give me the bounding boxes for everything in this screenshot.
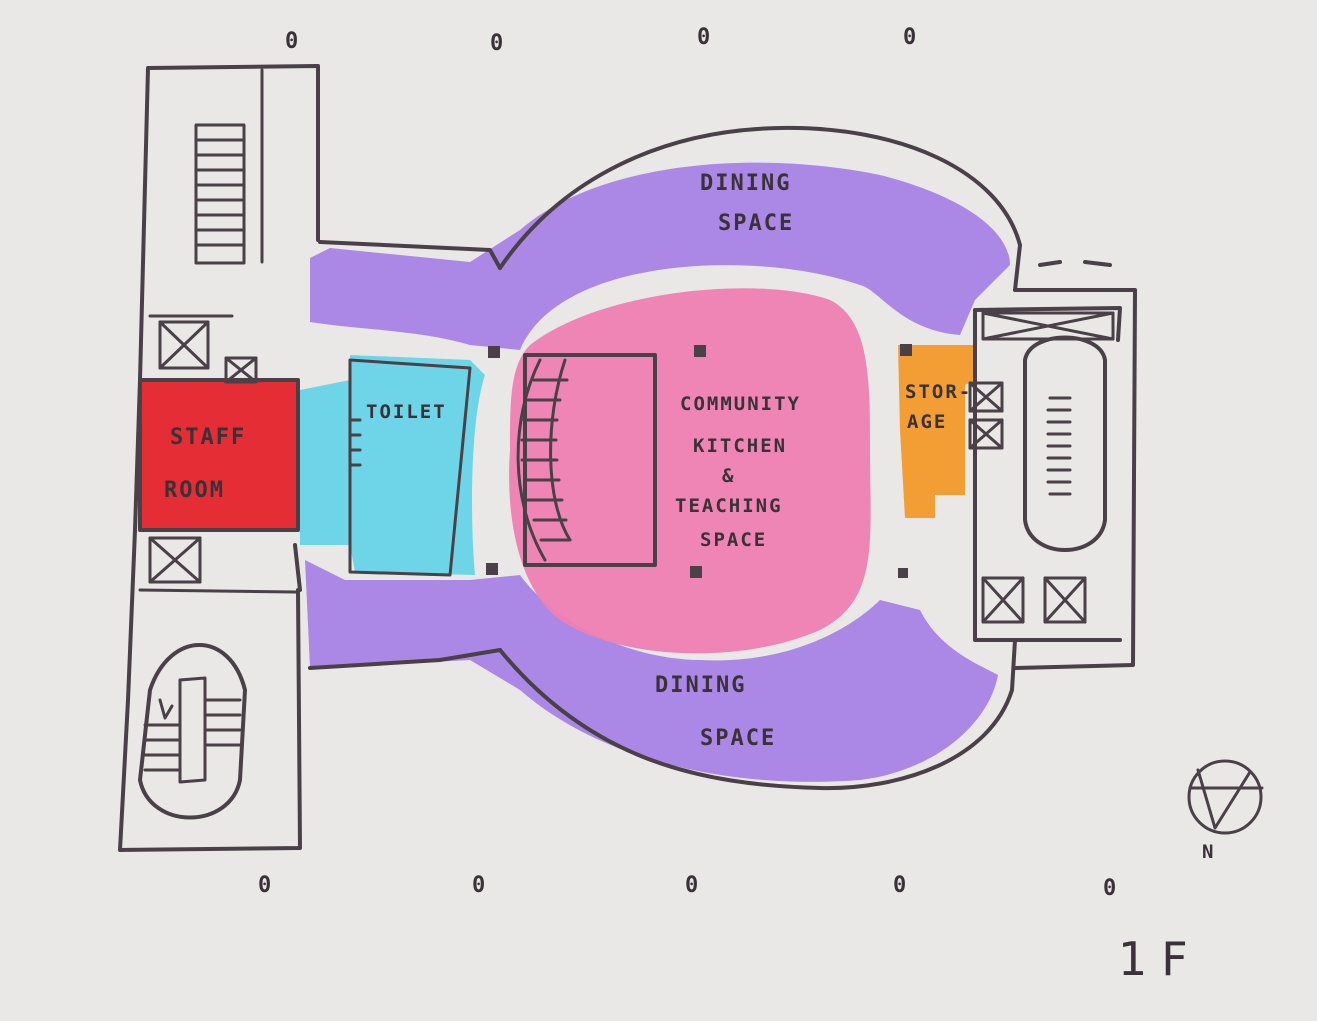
dining-bottom-label-1: DINING	[655, 673, 746, 698]
column-marker: 0	[903, 25, 918, 50]
column-marker: 0	[258, 873, 273, 898]
column-marker: 0	[685, 873, 700, 898]
north-label: N	[1202, 841, 1215, 863]
community-kitchen-zone	[509, 288, 871, 654]
lift-box-left-top	[158, 320, 210, 370]
column-markers-top: 0 0 0 0	[285, 25, 918, 56]
toilet-label: TOILET	[366, 401, 447, 423]
column-markers-bottom: 0 0 0 0 0	[258, 873, 1118, 901]
lift-box-right-upper	[968, 381, 1004, 450]
column-marker: 0	[697, 25, 712, 50]
lift-box-left-bottom	[148, 536, 202, 584]
curved-stair-central	[516, 358, 572, 562]
column-marker: 0	[490, 31, 505, 56]
staff-room-label-2: ROOM	[164, 478, 225, 503]
staff-room-outline	[138, 378, 300, 532]
main-hall-outline	[498, 125, 1022, 791]
storage-zone	[898, 345, 975, 518]
central-connector-outline	[308, 240, 502, 670]
left-wing-wall	[138, 588, 298, 594]
column-marker: 0	[285, 29, 300, 54]
lift-box-right-lower	[981, 576, 1087, 624]
right-core-lintel-cross	[981, 311, 1115, 341]
kitchen-label-1: COMMUNITY	[680, 393, 801, 415]
staff-room-label-1: STAFF	[170, 425, 246, 450]
column-marker: 0	[1103, 876, 1118, 901]
dining-bottom-label-2: SPACE	[700, 726, 776, 751]
column-marker: 0	[472, 873, 487, 898]
toilet-stalls	[348, 418, 362, 467]
dining-space-bottom-zone	[305, 560, 998, 782]
north-arrow-icon: N	[1187, 759, 1264, 863]
structural-columns	[486, 344, 912, 578]
dining-top-label-2: SPACE	[718, 211, 794, 236]
staff-room-zone	[138, 380, 298, 530]
kitchen-label-2: KITCHEN	[693, 435, 787, 457]
right-core-outline	[973, 260, 1137, 670]
storage-label-1: STOR-	[905, 381, 972, 403]
kitchen-label-4: TEACHING	[675, 495, 783, 517]
kitchen-label-3: &	[722, 465, 735, 487]
storage-label-2: AGE	[907, 411, 947, 433]
floor-label: 1F	[1118, 932, 1202, 986]
stair-upper-left	[194, 123, 246, 265]
kitchen-label-5: SPACE	[700, 529, 767, 551]
dining-space-top-zone	[310, 162, 1010, 350]
column-marker: 0	[893, 873, 908, 898]
stair-lower-left	[138, 643, 247, 820]
dining-top-label-1: DINING	[700, 171, 791, 196]
stair-right	[1023, 335, 1107, 552]
toilet-zone	[300, 355, 485, 575]
